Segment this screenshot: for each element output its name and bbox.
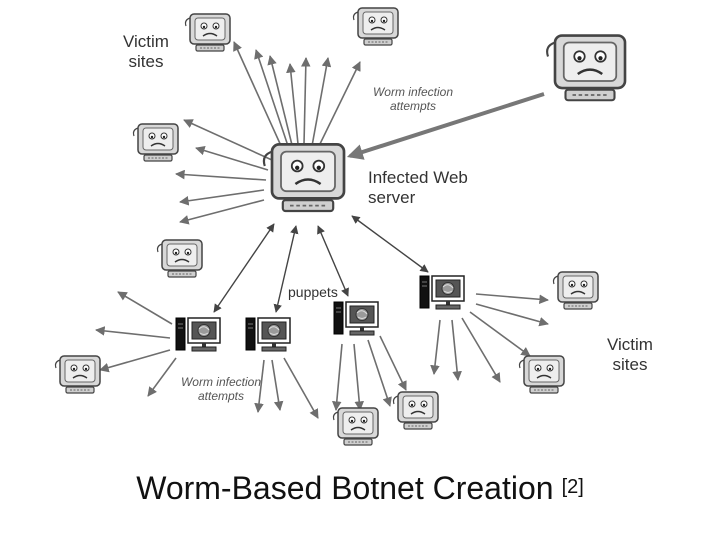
attacker-computer-icon [545, 34, 627, 102]
caption-reference: [2] [561, 476, 584, 498]
infection-arrows [175, 41, 361, 225]
puppets-label: puppets [288, 284, 338, 300]
attack-arrow [346, 92, 545, 160]
worm-attempts-label: Worm infection attempts [180, 375, 262, 403]
infected-server-icon [262, 143, 346, 213]
caption-title: Worm-Based Botnet Creation [136, 470, 554, 506]
puppet-arrows [95, 291, 549, 419]
victim-computer-icon [184, 13, 231, 52]
victim-computer-icon [332, 407, 379, 446]
puppet-computer-icon [245, 317, 291, 352]
worm-attempts-label: Worm infection attempts [372, 85, 454, 113]
victim-computer-icon [552, 271, 599, 310]
victim-computer-icon [156, 239, 203, 278]
victim-computer-icon [54, 355, 101, 394]
puppet-computer-icon [419, 275, 465, 310]
victim-sites-label: Victim sites [123, 32, 169, 71]
puppet-computer-icon [175, 317, 221, 352]
victim-computer-icon [352, 7, 399, 46]
infected-server-label: Infected Web server [368, 168, 468, 207]
victim-sites-label: Victim sites [607, 335, 653, 374]
slide-caption: Worm-Based Botnet Creation [2] [0, 470, 720, 507]
victim-computer-icon [518, 355, 565, 394]
victim-computer-icon [132, 123, 179, 162]
victim-computer-icon [392, 391, 439, 430]
puppet-links [213, 215, 429, 313]
puppet-computer-icon [333, 301, 379, 336]
